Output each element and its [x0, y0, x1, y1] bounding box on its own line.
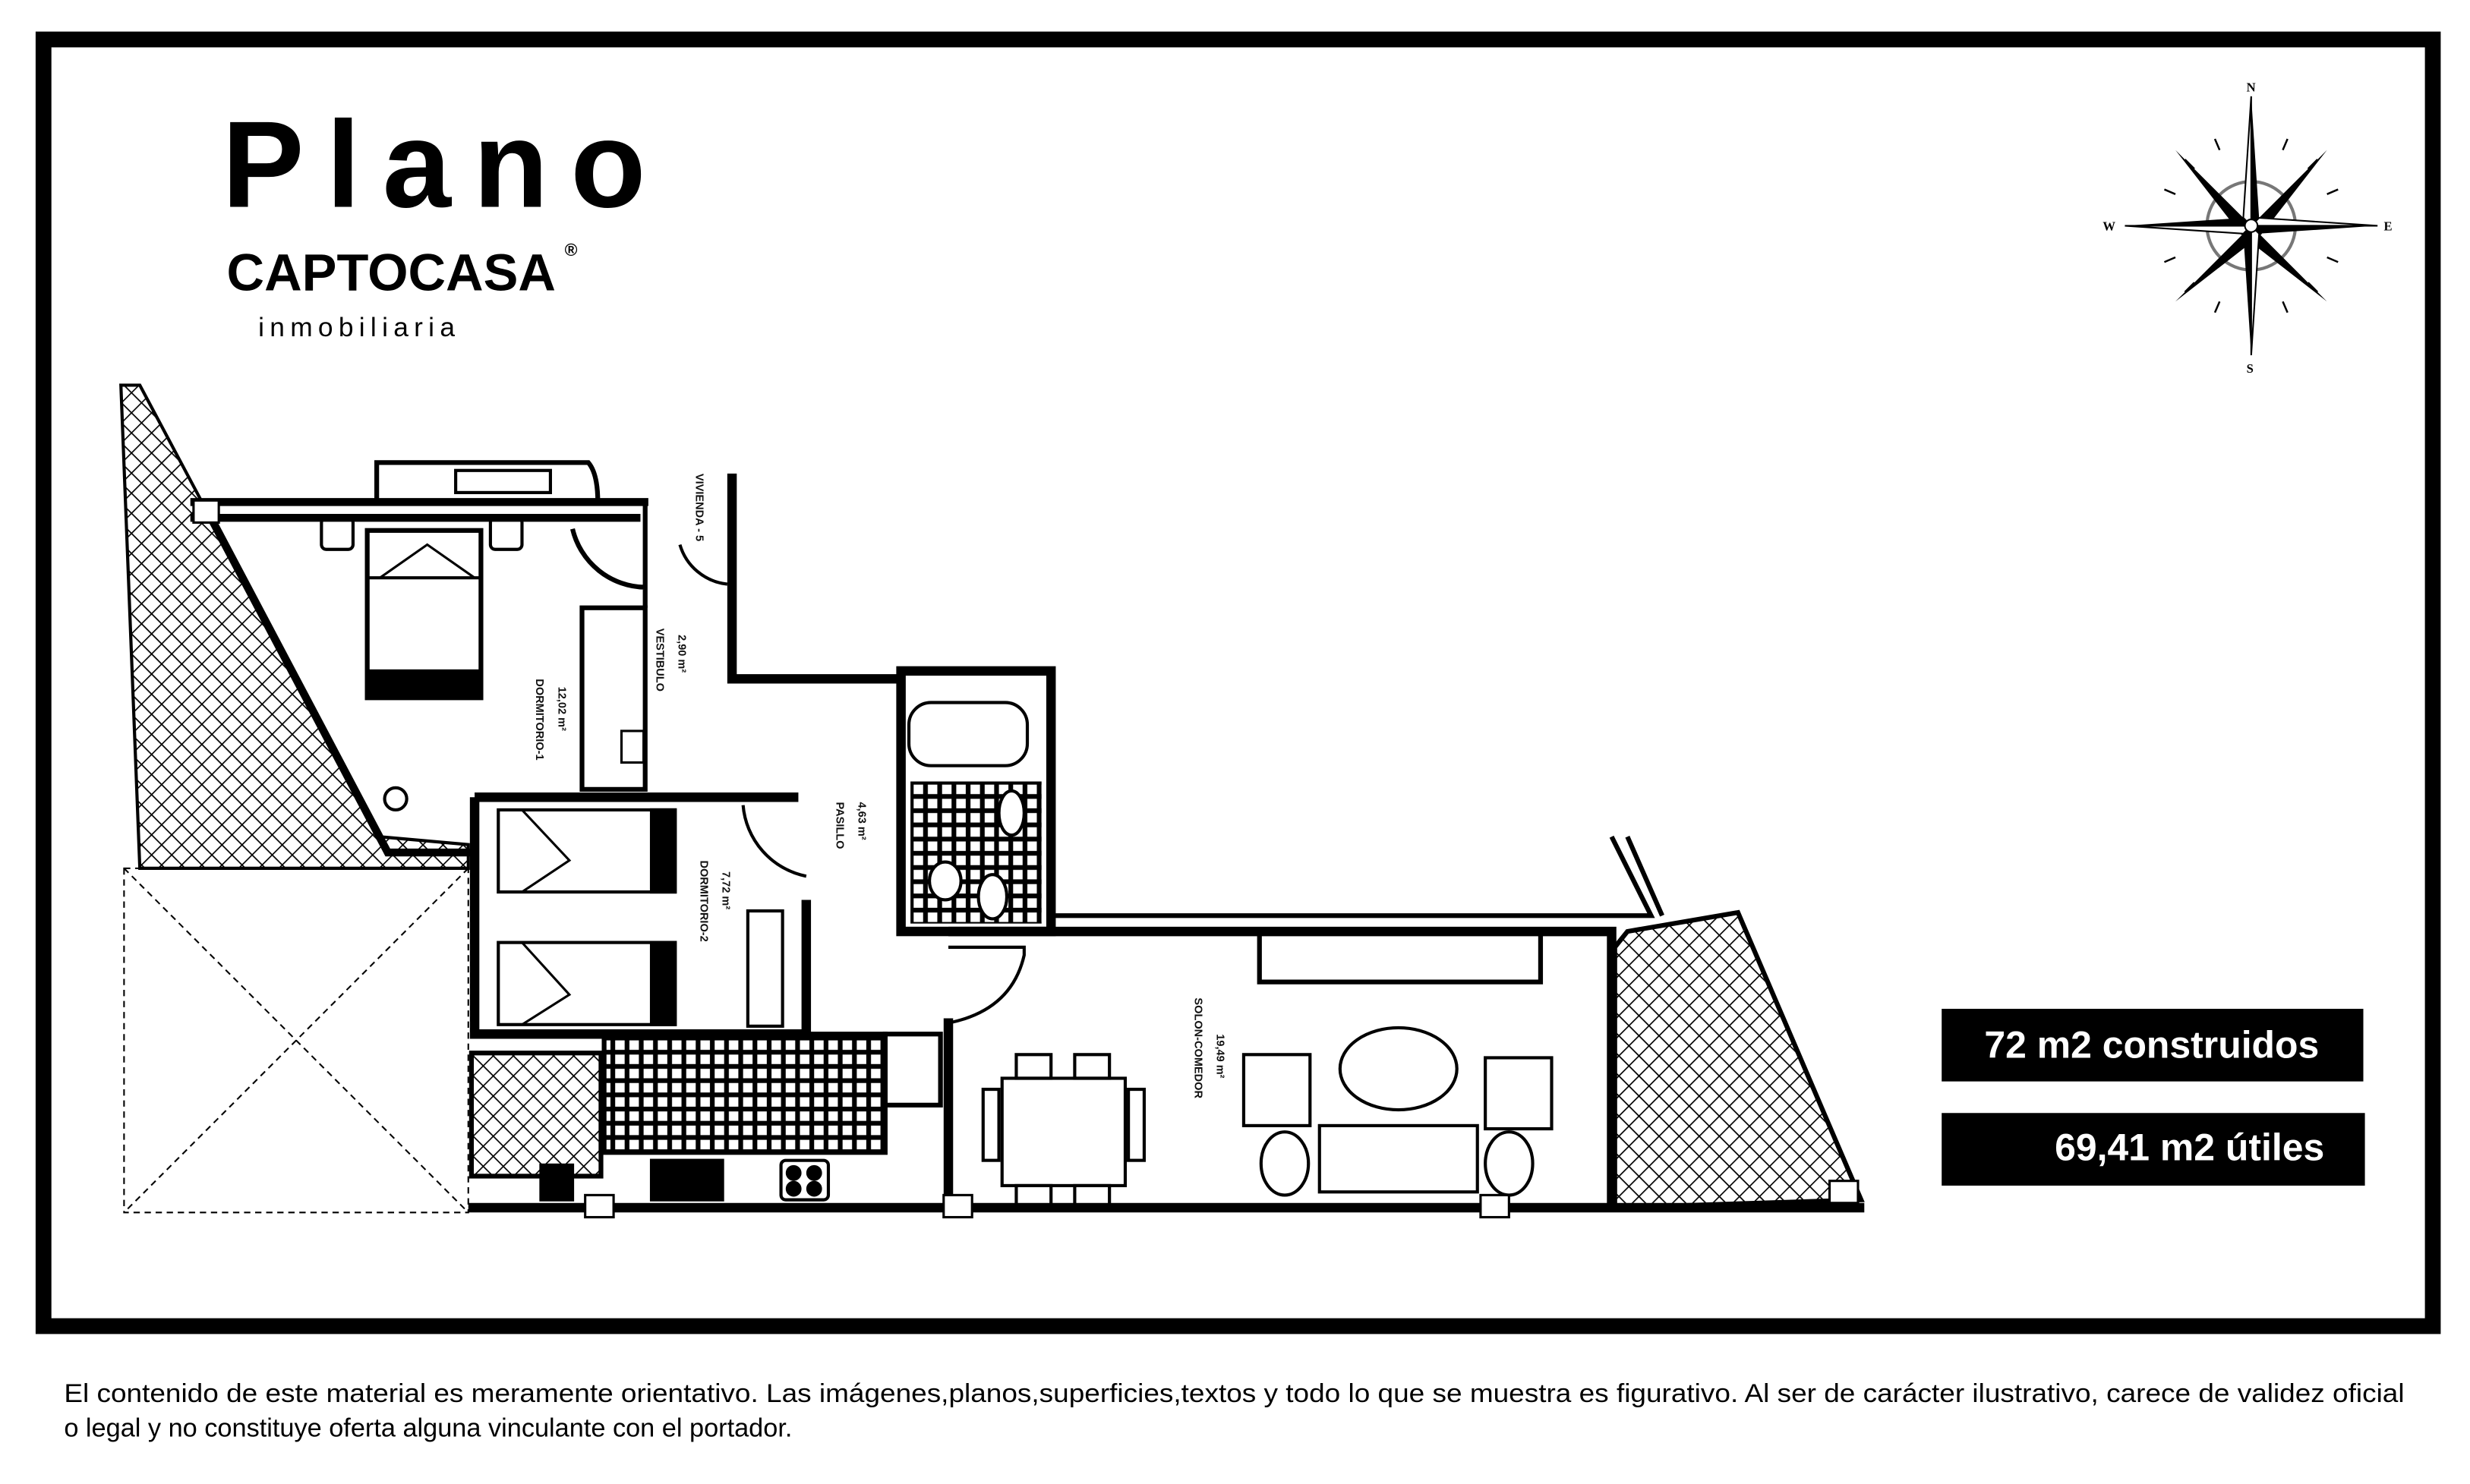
compass-south-label: S	[2247, 361, 2254, 376]
page-title: Plano	[222, 96, 667, 233]
terrace-left	[119, 383, 470, 870]
room-area-pasillo: 4,63 m²	[855, 802, 867, 840]
open-patio	[123, 867, 469, 1214]
page-frame	[35, 31, 2441, 1334]
compass-west-label: W	[2102, 219, 2115, 234]
compass-north-label: N	[2247, 80, 2256, 95]
brand-logo: CAPTOCASA	[227, 244, 556, 302]
room-label-salon-comedor: SOLON-COMEDOR	[1191, 997, 1203, 1098]
kitchen-floor	[601, 1032, 888, 1155]
usable-area-badge: 69,41 m2 útiles	[1942, 1113, 2365, 1186]
room-area-vestibulo: 2,90 m²	[675, 635, 687, 673]
compass-rose-icon: N S E W	[2102, 80, 2392, 376]
disclaimer-line-2: o legal y no constituye oferta alguna vi…	[64, 1414, 792, 1443]
built-area-badge: 72 m2 construidos	[1942, 1008, 2364, 1082]
room-label-vestibulo: VESTIBULO	[653, 629, 665, 692]
room-area-dormitorio-2: 7,72 m²	[720, 871, 732, 909]
room-label-vivienda: VIVIENDA - 5	[692, 474, 705, 541]
compass-east-label: E	[2384, 219, 2393, 234]
brand-subtitle: inmobiliaria	[258, 313, 460, 342]
room-label-dormitorio-1: DORMITORIO-1	[533, 679, 545, 760]
floor-plan	[119, 383, 1865, 1219]
laundry-floor	[468, 1051, 604, 1179]
room-labels: DORMITORIO-1 12,02 m² VESTIBULO 2,90 m² …	[533, 474, 1226, 1099]
brand-registered-mark: ®	[565, 240, 578, 260]
disclaimer-line-1: El contenido de este material es meramen…	[64, 1379, 2404, 1408]
usable-area-text: 69,41 m2 útiles	[2055, 1126, 2324, 1169]
terrace-right	[1612, 909, 1865, 1211]
built-area-text: 72 m2 construidos	[1984, 1023, 2319, 1066]
room-label-dormitorio-2: DORMITORIO-2	[697, 860, 709, 941]
room-area-salon-comedor: 19,49 m²	[1214, 1034, 1226, 1078]
room-area-dormitorio-1: 12,02 m²	[555, 687, 567, 731]
room-label-pasillo: PASILLO	[833, 802, 845, 849]
header: Plano CAPTOCASA ® inmobiliaria	[222, 96, 667, 342]
